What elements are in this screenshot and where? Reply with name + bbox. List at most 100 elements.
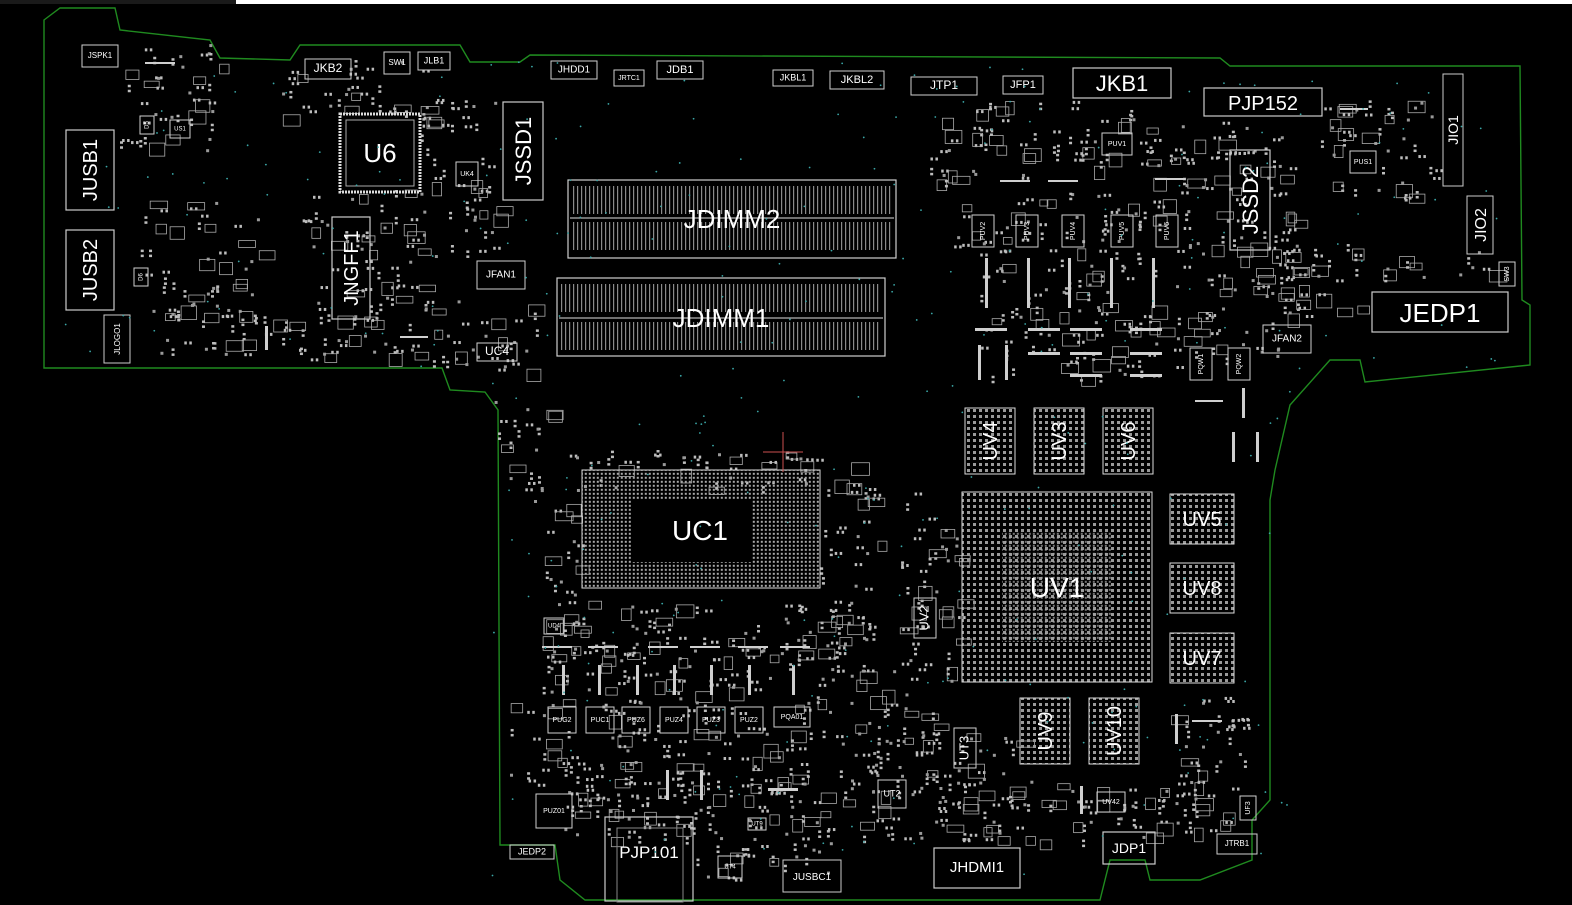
smd-pad bbox=[972, 169, 976, 173]
smd-part bbox=[925, 751, 934, 755]
inductor-bar bbox=[748, 665, 751, 695]
smd-part bbox=[1210, 278, 1214, 287]
smd-pad bbox=[465, 363, 469, 367]
via-dot bbox=[783, 379, 785, 382]
smd-part bbox=[1305, 314, 1314, 318]
via-dot bbox=[811, 694, 813, 697]
inductor-bar bbox=[1080, 786, 1083, 814]
smd-pad bbox=[1402, 137, 1406, 141]
smd-part bbox=[569, 766, 573, 774]
smd-pad bbox=[862, 636, 866, 640]
smd-ic bbox=[403, 224, 417, 237]
via-dot bbox=[702, 415, 705, 417]
smd-pad bbox=[605, 649, 609, 653]
smd-part bbox=[1080, 140, 1088, 144]
via-dot bbox=[862, 136, 865, 139]
via-dot bbox=[226, 177, 228, 180]
smd-ic bbox=[644, 811, 657, 826]
via-dot bbox=[1135, 705, 1138, 708]
smd-part bbox=[632, 646, 636, 655]
smd-part bbox=[586, 778, 594, 782]
pjp152-connector: PJP152 bbox=[1203, 87, 1323, 117]
smd-pad bbox=[1176, 337, 1180, 341]
smd-ic bbox=[1195, 798, 1214, 812]
smd-pad bbox=[513, 340, 517, 344]
smd-ic bbox=[1384, 114, 1395, 125]
smd-part bbox=[1193, 788, 1197, 797]
smd-part bbox=[1129, 788, 1137, 792]
smd-part bbox=[565, 674, 569, 683]
smd-ic bbox=[1030, 307, 1044, 321]
smd-part bbox=[683, 824, 691, 828]
smd-ic bbox=[1162, 199, 1177, 214]
smd-pad bbox=[708, 805, 712, 809]
smd-part bbox=[1020, 143, 1028, 147]
smd-part bbox=[567, 730, 571, 739]
smd-ic bbox=[972, 132, 983, 147]
via-dot bbox=[863, 840, 865, 843]
part-d6: D6 bbox=[133, 267, 149, 287]
smd-part bbox=[963, 785, 967, 794]
part-pqa01: PQA01 bbox=[773, 706, 811, 728]
smd-part bbox=[1021, 176, 1030, 180]
smd-part bbox=[1023, 231, 1032, 235]
smd-pad bbox=[558, 603, 562, 607]
smd-ic bbox=[1156, 822, 1174, 837]
via-dot bbox=[870, 740, 873, 743]
smd-pad bbox=[510, 773, 514, 777]
smd-ic bbox=[380, 222, 393, 234]
smd-part bbox=[663, 755, 671, 759]
smd-ic bbox=[1231, 187, 1242, 196]
smd-pad bbox=[893, 670, 897, 674]
smd-part bbox=[732, 639, 736, 647]
smd-part bbox=[998, 824, 1002, 833]
smd-pad bbox=[490, 231, 494, 235]
smd-part bbox=[930, 157, 938, 161]
smd-part bbox=[378, 85, 382, 93]
smd-part bbox=[653, 621, 657, 630]
smd-part bbox=[473, 198, 482, 202]
via-dot bbox=[700, 567, 702, 570]
smd-ic bbox=[769, 814, 780, 826]
part-puv1-label: PUV1 bbox=[1108, 141, 1126, 148]
smd-pad bbox=[256, 218, 260, 222]
inductor-bar bbox=[1027, 258, 1030, 308]
smd-ic bbox=[1082, 147, 1095, 160]
via-dot bbox=[555, 137, 557, 140]
via-dot bbox=[186, 213, 188, 216]
via-dot bbox=[1202, 698, 1204, 701]
via-dot bbox=[679, 374, 682, 377]
smd-ic bbox=[528, 304, 546, 317]
smd-ic bbox=[204, 312, 220, 324]
via-dot bbox=[913, 74, 916, 77]
smd-part bbox=[968, 783, 976, 787]
smd-pad bbox=[795, 855, 799, 859]
smd-pad bbox=[337, 339, 341, 343]
smd-ic bbox=[404, 189, 418, 198]
via-dot bbox=[582, 548, 585, 551]
smd-ic bbox=[729, 456, 743, 465]
smd-pad bbox=[732, 685, 736, 689]
smd-part bbox=[839, 526, 847, 530]
smd-part bbox=[1418, 155, 1426, 159]
smd-ic bbox=[1086, 329, 1096, 341]
smd-part bbox=[337, 99, 341, 107]
smd-pad bbox=[760, 650, 764, 654]
smd-part bbox=[1103, 193, 1112, 197]
smd-pad bbox=[564, 828, 568, 832]
smd-part bbox=[422, 69, 430, 73]
smd-part bbox=[1318, 293, 1326, 297]
smd-part bbox=[289, 90, 293, 99]
smd-part bbox=[197, 222, 201, 230]
smd-part bbox=[813, 801, 822, 805]
part-puv4-label: PUV4 bbox=[1070, 222, 1077, 240]
smd-pad bbox=[1386, 267, 1390, 271]
smd-ic bbox=[501, 444, 514, 453]
smd-ic bbox=[364, 316, 378, 328]
smd-ic bbox=[431, 308, 447, 316]
smd-pad bbox=[950, 679, 954, 683]
jssd1-connector: JSSD1 bbox=[502, 101, 544, 201]
via-dot bbox=[688, 194, 691, 196]
smd-pad bbox=[154, 113, 158, 117]
